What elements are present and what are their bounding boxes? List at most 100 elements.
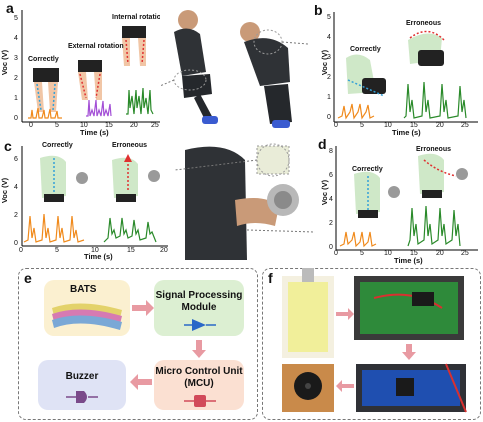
annotation-correctly: Correctly bbox=[42, 142, 73, 149]
tick-label: 2 bbox=[329, 220, 333, 227]
amplifier-icon bbox=[184, 319, 216, 331]
tick-label: 5 bbox=[55, 247, 59, 254]
tick-label: 25 bbox=[461, 122, 469, 129]
tick-label: 4 bbox=[327, 34, 331, 41]
bats-label: BATS bbox=[70, 284, 97, 295]
tick-label: 8 bbox=[329, 148, 333, 155]
tick-label: 1 bbox=[327, 94, 331, 101]
tick-label: 20 bbox=[436, 250, 444, 257]
signal-external-purple bbox=[86, 99, 112, 117]
signal-correct-orange bbox=[337, 103, 375, 120]
arm-correct-figure bbox=[354, 171, 400, 218]
tick-label: 2 bbox=[14, 212, 18, 219]
tick-label: 15 bbox=[127, 247, 135, 254]
panel-label-c: c bbox=[4, 138, 12, 154]
tick-label: 5 bbox=[327, 14, 331, 21]
tick-label: 0 bbox=[334, 250, 338, 257]
sit-erroneous-figure bbox=[408, 30, 445, 66]
panel-label-d: d bbox=[318, 136, 327, 152]
tick-label: 25 bbox=[461, 250, 469, 257]
panel-c-chart bbox=[21, 146, 168, 247]
tick-label: 15 bbox=[410, 122, 418, 129]
tick-label: 10 bbox=[91, 247, 99, 254]
tick-label: 0 bbox=[14, 115, 18, 122]
tick-label: 2 bbox=[14, 75, 18, 82]
tick-label: 5 bbox=[55, 122, 59, 129]
signal-erroneous-green bbox=[403, 81, 467, 119]
bats-layers-graphic bbox=[52, 303, 122, 330]
legs-correct-figure bbox=[33, 68, 59, 112]
bats-block: BATS bbox=[44, 280, 130, 336]
tick-label: 0 bbox=[329, 244, 333, 251]
x-axis-title: Time (s) bbox=[392, 128, 421, 137]
annotation-erroneous: Erroneous bbox=[112, 142, 148, 149]
panel-label-e: e bbox=[24, 270, 32, 286]
annotation-internal-rotation: Internal rotation bbox=[112, 14, 166, 21]
x-axis-title: Time (s) bbox=[84, 252, 113, 261]
buzzer-block: Buzzer bbox=[38, 360, 126, 410]
annotation-erroneous: Erroneous bbox=[416, 146, 452, 153]
arm-correct-figure bbox=[40, 155, 88, 202]
tick-label: 0 bbox=[29, 122, 33, 129]
signal-processing-label: Signal Processing Module bbox=[155, 290, 243, 313]
signal-correct-orange bbox=[28, 107, 62, 119]
arm-curl-photo bbox=[175, 143, 315, 260]
signal-processing-block: Signal Processing Module bbox=[154, 280, 244, 336]
tick-label: 20 bbox=[160, 247, 168, 254]
tick-label: 1 bbox=[14, 95, 18, 102]
annotation-correctly: Correctly bbox=[28, 56, 59, 63]
tick-label: 4 bbox=[329, 196, 333, 203]
tick-label: 20 bbox=[436, 122, 444, 129]
squat-photo bbox=[160, 2, 310, 130]
buzzer-label: Buzzer bbox=[65, 370, 99, 382]
panel-label-b: b bbox=[314, 2, 323, 18]
tick-label: 6 bbox=[14, 156, 18, 163]
signal-correct-orange bbox=[339, 231, 377, 248]
tick-label: 5 bbox=[14, 15, 18, 22]
arm-erroneous-figure bbox=[112, 154, 160, 202]
panel-b-chart bbox=[333, 12, 478, 123]
tick-label: 5 bbox=[360, 250, 364, 257]
sit-correct-figure bbox=[346, 54, 386, 97]
tick-label: 15 bbox=[410, 250, 418, 257]
tick-label: 5 bbox=[360, 122, 364, 129]
tick-label: 4 bbox=[14, 35, 18, 42]
tick-label: 10 bbox=[384, 122, 392, 129]
legs-external-figure bbox=[78, 60, 102, 100]
tick-label: 20 bbox=[130, 122, 138, 129]
panel-label-a: a bbox=[6, 0, 14, 16]
tick-label: 0 bbox=[14, 240, 18, 247]
signal-correct-orange bbox=[23, 213, 85, 243]
annotation-erroneous: Erroneous bbox=[406, 20, 442, 27]
mcu-chip-icon bbox=[184, 395, 216, 407]
annotation-correctly: Correctly bbox=[350, 46, 381, 53]
tick-label: 0 bbox=[19, 247, 23, 254]
tick-label: 10 bbox=[384, 250, 392, 257]
x-axis-title: Time (s) bbox=[80, 128, 109, 137]
arm-erroneous-figure bbox=[418, 153, 468, 198]
panel-a-chart bbox=[21, 10, 160, 123]
x-axis-title: Time (s) bbox=[394, 256, 423, 265]
tick-label: 3 bbox=[14, 55, 18, 62]
buzzer-icon bbox=[66, 391, 98, 403]
tick-label: 25 bbox=[151, 122, 159, 129]
tick-label: 0 bbox=[334, 122, 338, 129]
panel-e-frame bbox=[18, 268, 258, 420]
tick-label: 10 bbox=[80, 122, 88, 129]
panel-label-f: f bbox=[268, 270, 273, 286]
panel-f-photos bbox=[282, 268, 467, 413]
annotation-correctly: Correctly bbox=[352, 166, 383, 173]
panel-f-frame bbox=[262, 268, 481, 420]
panel-d-chart bbox=[335, 146, 478, 251]
annotation-external-rotation: External rotation bbox=[68, 43, 124, 50]
mcu-label: Micro Control Unit (MCU) bbox=[155, 366, 243, 389]
tick-label: 0 bbox=[327, 114, 331, 121]
tick-label: 3 bbox=[327, 54, 331, 61]
tick-label: 2 bbox=[327, 74, 331, 81]
signal-erroneous-green bbox=[103, 217, 157, 243]
mcu-block: Micro Control Unit (MCU) bbox=[154, 360, 244, 410]
signal-internal-green bbox=[126, 87, 154, 115]
tick-label: 4 bbox=[14, 184, 18, 191]
signal-erroneous-green bbox=[407, 205, 461, 247]
